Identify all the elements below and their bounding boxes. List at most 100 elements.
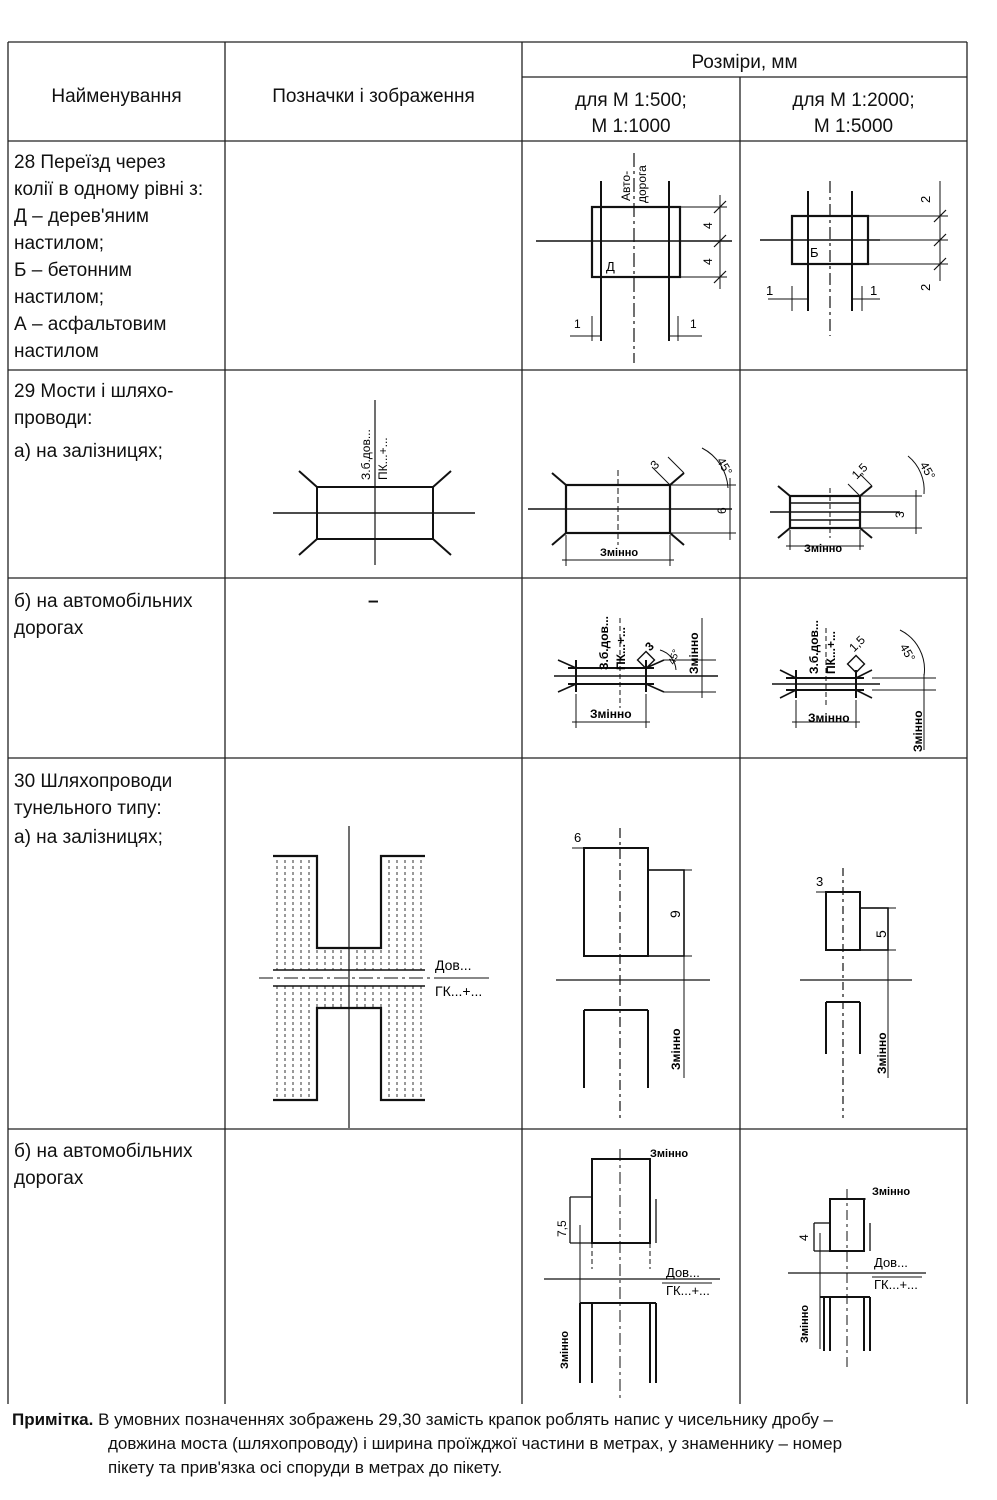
zminno-label: Змінно [799,1305,811,1343]
row-29b-line: дорогах [14,618,84,639]
row-28-line: колії в одному рівні з: [14,179,204,200]
zb-dov-label: З.б.дов... [597,616,611,670]
dim-label: 3 [642,639,657,654]
dim-label: 1 [870,283,877,298]
zminno-label: Змінно [804,543,842,555]
gk-label: ГК...+... [666,1283,710,1298]
dim-label: 6 [574,830,581,845]
zb-dov-label: З.б.дов... [807,620,821,674]
header-scale2-line1: для М 1:2000; [792,90,915,111]
bridge-road-figure-small: З.б.дов... ПК...+... 1,5 45° Змінно Змін… [772,620,936,752]
dim-label: 3 [648,457,663,472]
d-label: Д [606,259,615,274]
row-30b-line: дорогах [14,1168,84,1189]
pk-label: ПК...+... [614,627,628,670]
row-28-line: Д – дерев'яним [14,206,149,227]
row-29-name: 29 Мости і шляхо- проводи: а) на залізни… [14,378,224,465]
dim-label: 1 [690,317,697,331]
row-29b-symbol: – [368,591,379,612]
dim-label: 4 [701,222,715,229]
dim-label: 5 [873,930,889,938]
zminno-label: Змінно [590,707,632,721]
header-scale1-line1: для М 1:500; [575,90,687,111]
row-28-line: 28 Переїзд через [14,152,166,173]
pk-label: ПК...+... [824,631,838,674]
footnote: Примітка. В умовних позначеннях зображен… [12,1408,972,1480]
dov-label: Дов... [435,957,472,973]
row-30-line: тунельного типу: [14,798,162,819]
zminno-label: Змінно [808,711,850,725]
gk-label: ГК...+... [435,983,482,999]
header-sizes: Розміри, мм [691,52,798,73]
header-symbols: Позначки і зображення [272,86,475,107]
tunnel-rail-figure-small: 3 5 Змінно [800,868,912,1118]
crossing-figure-small: Б 2 2 1 1 [760,181,948,336]
tunnel-road-figure-large: Змінно 7,5 Дов... ГК...+... Змінно [544,1148,720,1399]
row-28-line: Б – бетонним [14,260,132,281]
bridge-rail-figure-small: 1,5 45° 3 Змінно [770,455,938,555]
row-30b-line: б) на автомобільних [14,1141,193,1162]
avto-label: Авто- [619,171,633,201]
dim-label: 1 [574,317,581,331]
dim-label: 45° [917,459,938,482]
dim-label: 45° [897,641,918,664]
footnote-line1: В умовних позначеннях зображень 29,30 за… [98,1410,834,1429]
row-29b-line: б) на автомобільних [14,591,193,612]
dim-label: 45° [667,648,683,666]
dim-label: 2 [918,284,933,291]
row-28-line: А – асфальтовим [14,314,167,335]
row-30b-name: б) на автомобільних дорогах [14,1138,224,1192]
dim-label: 2 [918,196,933,203]
row-28-name: 28 Переїзд через колії в одному рівні з:… [14,149,229,365]
dim-label: 7,5 [555,1220,569,1237]
bridge-rail-figure-large: 3 45° 6 Змінно [528,447,736,566]
row-28-line: настилом; [14,287,105,308]
row-30-line: а) на залізницях; [14,827,163,848]
dim-label: 9 [667,910,683,918]
dim-label: 4 [797,1234,811,1241]
b-label: Б [810,245,819,260]
zb-dov-label: З.б.дов... [359,429,373,480]
row-28-line: настилом; [14,233,105,254]
zminno-label: Змінно [600,547,638,559]
row-29-line: проводи: [14,408,93,429]
header-name: Найменування [51,86,182,107]
dim-label: 45° [714,455,735,478]
dim-label: 4 [701,258,715,265]
zminno-label: Змінно [669,1028,683,1070]
footnote-title: Примітка. [12,1410,94,1429]
dim-label: 3 [816,874,823,889]
pk-label: ПК...+... [376,437,390,480]
tunnel-rail-figure-large: 6 9 Змінно [556,828,710,1118]
row-29-line: 29 Мости і шляхо- [14,381,174,402]
row-29-line: а) на залізницях; [14,441,163,462]
row-28-line: настилом [14,341,99,362]
dov-label: Дов... [666,1265,700,1280]
zminno-label: Змінно [559,1331,571,1369]
dim-label: 3 [893,511,907,518]
zminno-label: Змінно [687,632,701,674]
dim-label: 6 [715,507,729,514]
crossing-figure-large: Авто- дорога Д 4 4 1 1 [536,153,732,363]
header-scale1: для М 1:500; М 1:1000 [522,88,740,140]
zminno-label: Змінно [911,710,925,752]
bridge-rail-symbol: З.б.дов... ПК...+... [273,400,475,565]
header-scale1-line2: М 1:1000 [591,116,671,137]
doroga-label: дорога [635,165,649,203]
dim-label: 1,5 [846,633,868,655]
header-scale2-line2: М 1:5000 [813,116,894,137]
row-29b-name: б) на автомобільних дорогах [14,588,224,642]
dim-label: 1 [766,283,773,298]
footnote-line3: пікету та прив'язка осі споруди в метрах… [108,1458,503,1477]
footnote-line2: довжина моста (шляхопроводу) і ширина пр… [108,1434,843,1453]
dim-label: 1,5 [849,460,871,482]
row-30-line: 30 Шляхопроводи [14,771,173,792]
dov-label: Дов... [874,1255,908,1270]
zminno-label: Змінно [650,1148,688,1160]
tunnel-road-figure-small: Змінно 4 Дов... ГК...+... Змінно [788,1186,926,1369]
gk-label: ГК...+... [874,1277,918,1292]
header-scale2: для М 1:2000; М 1:5000 [740,88,967,140]
zminno-label: Змінно [872,1186,910,1198]
tunnel-rail-symbol: Дов... ГК...+... [259,826,489,1128]
